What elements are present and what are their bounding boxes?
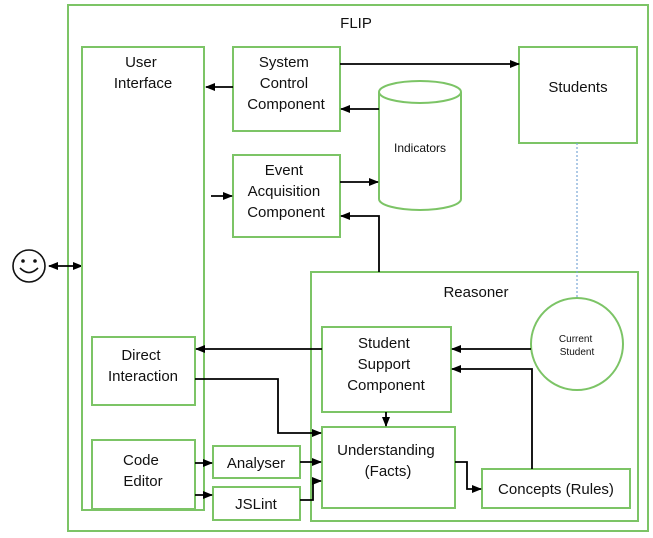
jslint-box: [212, 486, 301, 521]
user-interface-line-1: User: [125, 54, 157, 71]
smiley-face-icon: [12, 249, 46, 283]
student-support-line-3: Component: [347, 377, 425, 394]
understanding-label: Understanding (Facts): [337, 442, 439, 480]
reasoner-to-event-acquisition-arrow: [340, 212, 380, 272]
students-box: [518, 46, 638, 144]
event-acquisition-line-2: Acquisition: [248, 183, 321, 200]
direct-interaction-line-1: Direct: [121, 347, 161, 364]
current-student-circle: [530, 297, 624, 391]
student-support-component-box: [321, 326, 452, 413]
user-interface-box: [81, 46, 205, 511]
code-editor-label: Code Editor: [123, 452, 163, 490]
concepts-to-student-support-arrow: [451, 365, 533, 469]
direct-interaction-box: [91, 336, 196, 406]
student-support-line-2: Support: [358, 356, 411, 373]
system-control-label: System Control Component: [247, 54, 325, 113]
flip-title: FLIP: [340, 15, 372, 32]
jslint-label: JSLint: [235, 496, 278, 513]
system-control-line-1: System: [259, 54, 309, 71]
event-acquisition-line-1: Event: [265, 162, 304, 179]
reasoner-label: Reasoner: [443, 284, 508, 301]
code-editor-line-1: Code: [123, 452, 159, 469]
student-support-line-1: Student: [358, 335, 411, 352]
understanding-line-2: (Facts): [365, 463, 412, 480]
current-student-line-1: Current: [559, 334, 593, 345]
student-support-label: Student Support Component: [347, 335, 425, 394]
understanding-to-concepts-arrow: [455, 461, 482, 493]
system-control-line-3: Component: [247, 96, 325, 113]
code-editor-box: [91, 439, 196, 510]
user-interface-label: User Interface: [114, 54, 172, 92]
system-control-component-box: [232, 46, 341, 132]
user-interface-line-2: Interface: [114, 75, 172, 92]
concepts-label: Concepts (Rules): [498, 481, 614, 498]
understanding-facts-box: [321, 426, 456, 509]
system-control-line-2: Control: [260, 75, 308, 92]
code-editor-line-2: Editor: [123, 473, 162, 490]
current-student-line-2: Student: [560, 347, 595, 358]
indicators-label: Indicators: [394, 141, 446, 155]
analyser-label: Analyser: [227, 455, 285, 472]
students-label: Students: [548, 79, 607, 96]
event-acquisition-line-3: Component: [247, 204, 325, 221]
understanding-line-1: Understanding: [337, 442, 435, 459]
concepts-rules-box: [481, 468, 631, 509]
event-acquisition-label: Event Acquisition Component: [247, 162, 325, 221]
direct-interaction-line-2: Interaction: [108, 368, 178, 385]
direct-interaction-to-understanding-arrow: [195, 378, 322, 437]
direct-interaction-label: Direct Interaction: [108, 347, 178, 385]
current-student-label: Current Student: [559, 334, 595, 358]
jslint-to-understanding-arrow: [300, 477, 322, 501]
event-acquisition-component-box: [232, 154, 341, 238]
indicators-database: [378, 80, 462, 211]
analyser-box: [212, 445, 301, 479]
